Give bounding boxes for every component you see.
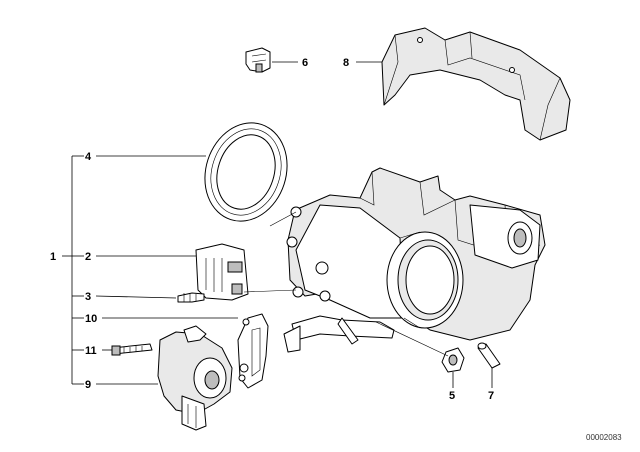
callout-labels: 1 2 3 4 5 6 7 8 9 10 11 [50,57,494,402]
part-11-bolt [111,343,153,356]
part-7-pin [477,342,501,369]
drawing-code: 00002083 [586,433,622,442]
leader-lines [62,61,493,388]
part-3-screw [177,292,205,303]
callout-3: 3 [85,291,91,303]
throttle-body-housing [283,167,546,353]
callout-2: 2 [85,251,91,263]
callout-1: 1 [50,251,56,263]
callout-5: 5 [449,390,455,402]
callout-7: 7 [488,390,494,402]
callout-9: 9 [85,379,91,391]
part-4-ring-seal [204,122,288,222]
part-8-cover [381,27,571,141]
callout-10: 10 [85,313,97,325]
part-10-gasket [237,313,269,389]
callout-11: 11 [85,345,97,357]
callout-8: 8 [343,57,349,69]
part-5-nut [441,347,465,373]
part-6-clip [245,47,271,73]
part-9-actuator [157,325,249,431]
part-2-sensor-connector [195,243,249,301]
callout-4: 4 [85,151,92,163]
callout-6: 6 [302,57,308,69]
